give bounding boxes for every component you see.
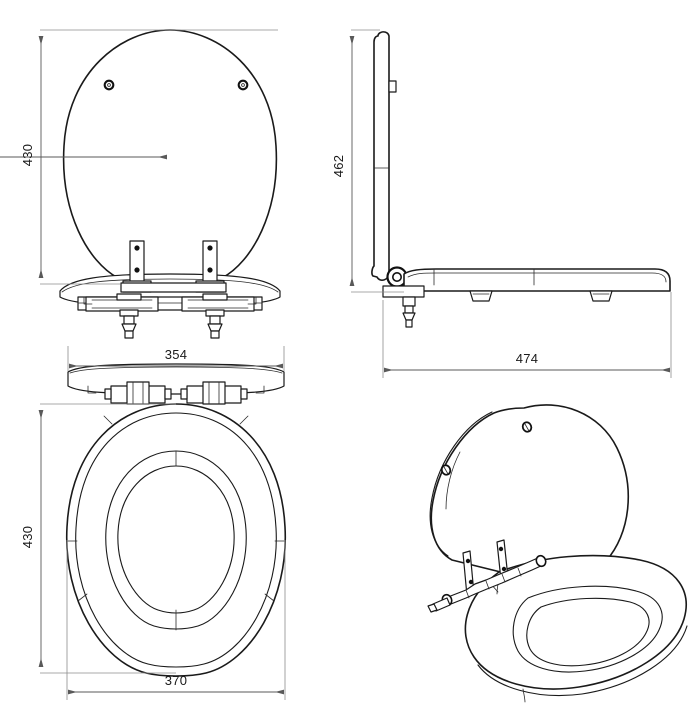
dim-height-462-side-label: 462 bbox=[331, 155, 346, 178]
dim-height-462-side: 462 bbox=[331, 29, 404, 293]
side-fixing-bolt bbox=[402, 296, 416, 328]
dim-width-354-top-label: 354 bbox=[165, 347, 188, 362]
seat-buffer-rear bbox=[589, 290, 613, 302]
dim-height-430-plan: 430 bbox=[20, 403, 176, 674]
iso-hinge-pin bbox=[427, 597, 451, 613]
seat-edge-top-line bbox=[407, 272, 667, 283]
dim-depth-474-side: 474 bbox=[382, 292, 672, 378]
ring-edge-tick-upper-right bbox=[239, 415, 249, 425]
ring-break-tick-right-lower bbox=[264, 593, 275, 602]
dim-height-430-plan-label: 430 bbox=[20, 526, 35, 549]
dim-width-370-plan-label: 370 bbox=[165, 673, 188, 688]
iso-lid-hole-lower bbox=[440, 464, 452, 476]
iso-seat-edge-seam-b bbox=[522, 688, 526, 703]
seat-slab-edge-line bbox=[61, 278, 279, 293]
iso-lid-hole-upper bbox=[521, 421, 533, 433]
iso-seat-aperture-inner bbox=[526, 597, 650, 667]
iso-seat-outer-lower bbox=[477, 625, 688, 697]
fixing-bolt-left bbox=[85, 293, 159, 339]
lid-edge-profile bbox=[371, 31, 390, 282]
iso-hinge-barrel bbox=[441, 554, 547, 607]
seat-ring-outer bbox=[65, 403, 287, 677]
top-plan-view bbox=[65, 363, 287, 677]
plan-hinge-hardware-right bbox=[180, 381, 248, 405]
seat-buffer-mid bbox=[469, 290, 493, 302]
hinge-mount-plate bbox=[382, 285, 425, 298]
lid-outline bbox=[62, 29, 278, 287]
dim-height-430-front-label: 430 bbox=[20, 144, 35, 167]
iso-hinge-strap-right bbox=[496, 539, 509, 581]
seat-edge-profile bbox=[403, 268, 671, 292]
plan-hinge-hardware-left bbox=[104, 381, 172, 405]
isometric-view bbox=[427, 404, 688, 703]
hinge-cross-bar bbox=[120, 282, 227, 293]
lid-fixing-hole-right bbox=[237, 79, 249, 91]
fixing-bolt-right bbox=[181, 293, 255, 339]
dim-height-430-front: 430 bbox=[0, 29, 278, 285]
ring-edge-tick-upper-left bbox=[103, 415, 113, 425]
ring-break-tick-left-lower bbox=[77, 593, 88, 602]
plan-slab-tab-right bbox=[255, 385, 265, 394]
lid-bumper-nub bbox=[388, 80, 397, 93]
lid-fixing-hole-left bbox=[103, 79, 115, 91]
seat-ring-rim bbox=[75, 412, 277, 668]
dim-width-370-plan: 370 bbox=[66, 540, 286, 700]
iso-lid-rim-seam bbox=[445, 451, 461, 510]
dim-depth-474-side-label: 474 bbox=[516, 351, 539, 366]
iso-seat-aperture-outer bbox=[512, 585, 663, 673]
front-lid-view bbox=[59, 29, 281, 339]
slab-tab-right bbox=[247, 296, 257, 305]
dim-width-354-top: 354 bbox=[67, 346, 285, 371]
iso-lid-thickness bbox=[429, 411, 493, 557]
slab-tab-left bbox=[83, 296, 93, 305]
plan-slab-tab-left bbox=[87, 385, 97, 394]
side-profile-view bbox=[371, 31, 671, 328]
